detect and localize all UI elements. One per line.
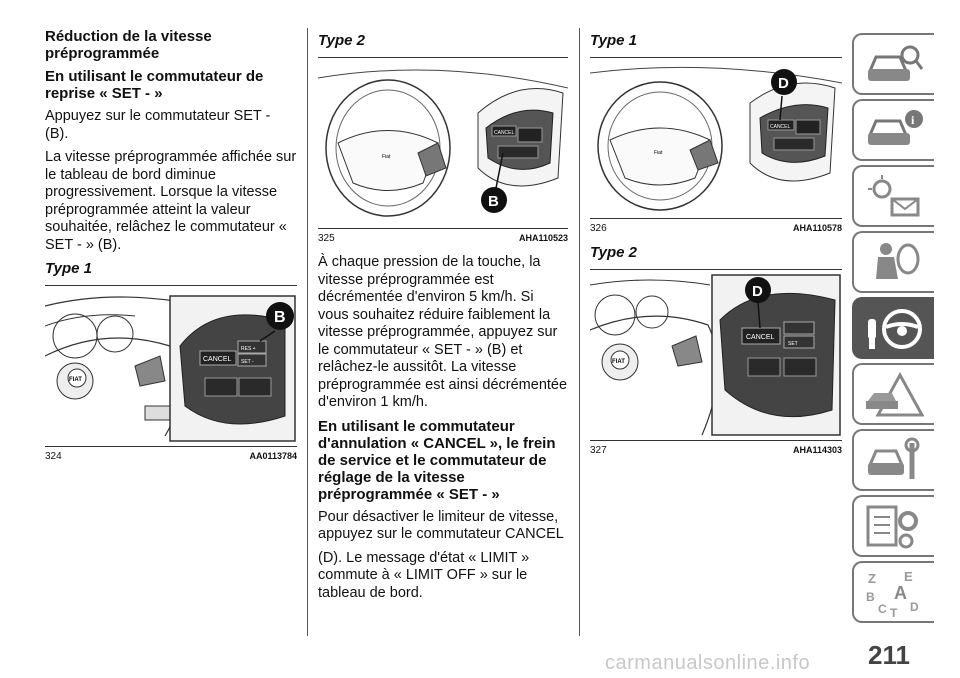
svg-text:Fiat: Fiat <box>382 154 391 160</box>
tab-dashboard-lights[interactable] <box>852 165 934 227</box>
svg-text:B: B <box>488 193 499 210</box>
watermark: carmanualsonline.info <box>605 652 811 674</box>
figure-number: 325 <box>318 233 335 244</box>
subsection-heading: En utilisant le commutateur d'annulation… <box>318 417 556 503</box>
figure-327: FIAT CANCEL SET D <box>590 269 842 441</box>
steering-wheel-controls-illustration: CANCEL RES + SET - B FIAT <box>45 286 297 446</box>
column-right: Type 1 Fiat CANCEL D 326 AHA110578 Type … <box>590 28 842 466</box>
section-heading: Réduction de la vitesse préprogrammée <box>45 28 212 62</box>
svg-text:FIAT: FIAT <box>612 359 625 365</box>
svg-text:D: D <box>752 283 763 300</box>
paragraph: À chaque pression de la touche, la vites… <box>318 254 568 410</box>
figure-code: AHA110523 <box>518 233 568 243</box>
svg-text:T: T <box>890 606 898 617</box>
column-divider <box>579 28 580 636</box>
steering-wheel-controls-illustration: Fiat CANCEL D <box>590 58 842 218</box>
svg-text:A: A <box>894 583 907 603</box>
tab-car-search[interactable] <box>852 33 934 95</box>
tab-specs-gear[interactable] <box>852 495 934 557</box>
figure-caption: 327 AHA114303 <box>590 445 842 456</box>
page-number: 211 <box>868 640 910 670</box>
steering-wheel-controls-illustration: Fiat CANCEL B <box>318 58 568 228</box>
svg-text:C: C <box>878 602 887 616</box>
svg-text:CANCEL: CANCEL <box>494 130 515 136</box>
paragraph: Appuyez sur le commutateur SET - (B). <box>45 108 271 142</box>
figure-caption: 325 AHA110523 <box>318 233 568 244</box>
svg-text:CANCEL: CANCEL <box>203 356 232 363</box>
figure-code: AHA114303 <box>792 445 842 455</box>
svg-text:SET -: SET - <box>241 359 254 365</box>
car-search-icon <box>867 45 924 81</box>
svg-text:RES +: RES + <box>241 346 256 352</box>
specs-gear-icon <box>866 505 918 549</box>
svg-text:B: B <box>274 309 286 326</box>
figure-326: Fiat CANCEL D <box>590 57 842 219</box>
paragraph: Pour désactiver le limiteur de vitesse, … <box>318 508 564 543</box>
figure-325: Fiat CANCEL B <box>318 57 568 229</box>
svg-text:i: i <box>911 113 915 127</box>
figure-code: AA0113784 <box>249 451 297 461</box>
figure-number: 326 <box>590 223 607 234</box>
svg-text:B: B <box>866 590 875 604</box>
svg-text:CANCEL: CANCEL <box>746 334 775 341</box>
svg-text:SET: SET <box>788 341 798 347</box>
column-divider <box>307 28 308 636</box>
paragraph: (D). Le message d'état « LIMIT » commute… <box>318 549 530 601</box>
type-label: Type 2 <box>590 244 637 261</box>
svg-text:D: D <box>910 600 919 614</box>
svg-text:Fiat: Fiat <box>654 150 663 156</box>
figure-324: CANCEL RES + SET - B FIAT <box>45 285 297 447</box>
tab-car-info[interactable]: i <box>852 99 934 161</box>
tab-airbag-seat[interactable] <box>852 231 934 293</box>
type-label: Type 2 <box>318 32 365 49</box>
svg-text:E: E <box>904 569 913 584</box>
figure-number: 327 <box>590 445 607 456</box>
tab-warning-triangle-car[interactable] <box>852 363 934 425</box>
paragraph: La vitesse préprogrammée affichée sur le… <box>45 149 297 253</box>
car-wrench-icon <box>867 437 920 479</box>
tab-steering-wheel-key[interactable] <box>852 297 934 359</box>
tab-alphabet-index[interactable]: Z E A B C T D <box>852 561 934 623</box>
column-left: Réduction de la vitesse préprogrammée En… <box>45 28 297 472</box>
dashboard-lights-icon <box>868 175 920 217</box>
figure-code: AHA110578 <box>792 223 842 233</box>
warning-triangle-car-icon <box>866 371 924 417</box>
figure-caption: 324 AA0113784 <box>45 451 297 462</box>
figure-caption: 326 AHA110578 <box>590 223 842 234</box>
svg-text:FIAT: FIAT <box>69 377 82 383</box>
svg-text:Z: Z <box>868 571 876 586</box>
column-middle: Type 2 Fiat CANCEL B 325 AHA110523 À cha… <box>318 28 568 608</box>
svg-text:D: D <box>778 75 789 92</box>
steering-wheel-key-icon <box>868 309 922 349</box>
tab-car-wrench[interactable] <box>852 429 934 491</box>
alphabet-index-icon: Z E A B C T D <box>866 569 919 617</box>
airbag-seat-icon <box>876 243 920 279</box>
type-label: Type 1 <box>45 260 92 277</box>
svg-text:CANCEL: CANCEL <box>770 124 791 130</box>
subsection-heading: En utilisant le commutateur de reprise «… <box>45 68 264 102</box>
steering-wheel-controls-illustration: FIAT CANCEL SET D <box>590 270 842 440</box>
car-info-icon: i <box>867 110 923 145</box>
figure-number: 324 <box>45 451 62 462</box>
type-label: Type 1 <box>590 32 637 49</box>
